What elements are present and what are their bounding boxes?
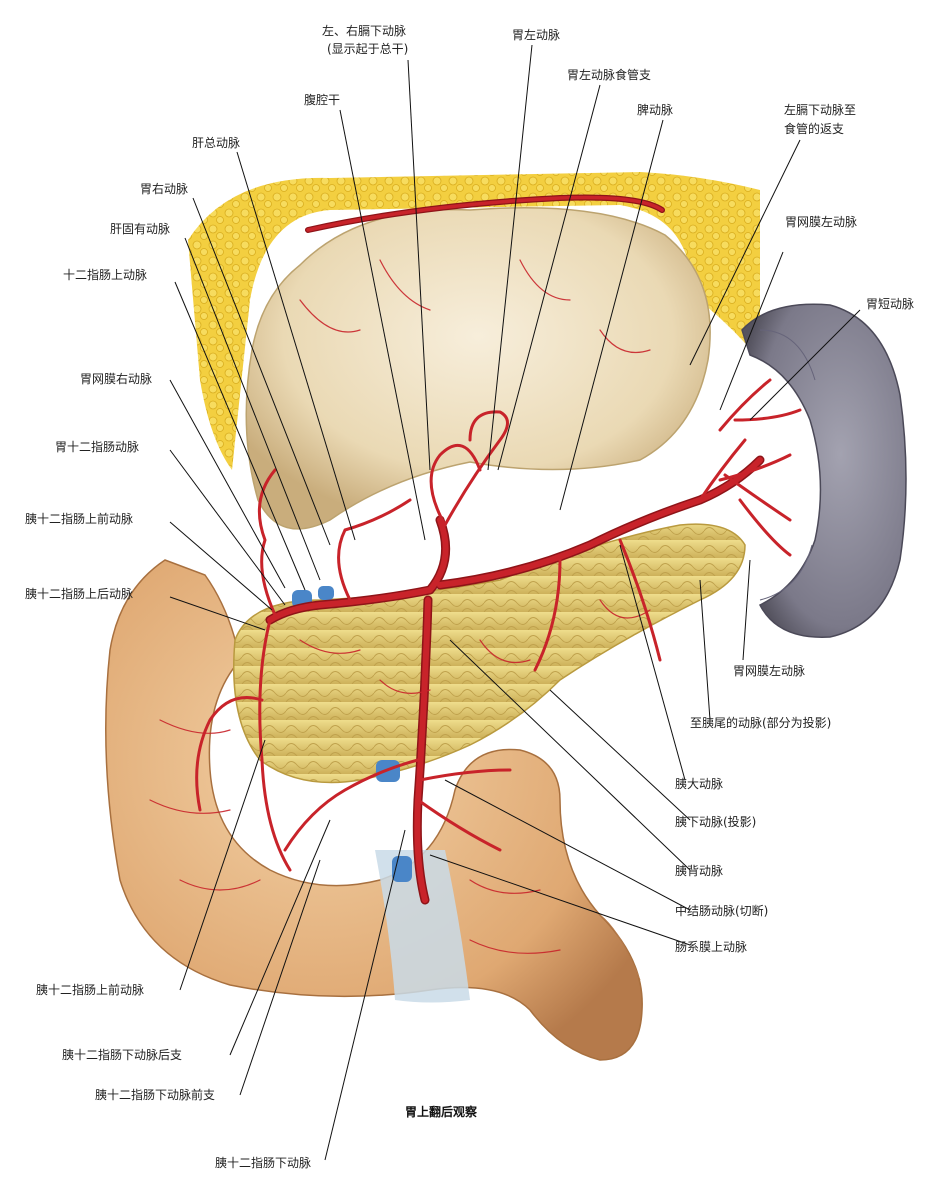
label-common-hepatic-artery: 肝总动脉 (192, 136, 241, 150)
label-common-trunk-note: (显示起于总干) (327, 42, 409, 56)
stomach (245, 194, 711, 530)
leader-lines (169, 44, 861, 1161)
mesentery (375, 850, 470, 1003)
label-inferior-pd-artery-anterior-branch: 胰十二指肠下动脉前支 (95, 1088, 216, 1102)
label-splenic-artery: 脾动脉 (637, 103, 674, 117)
label-left-gastric-artery: 胃左动脉 (512, 28, 561, 42)
label-gastroduodenal-artery: 胃十二指肠动脉 (55, 440, 140, 454)
label-recurrent-branch-2: 食管的返支 (784, 122, 845, 136)
label-posterior-superior-pd-artery: 胰十二指肠上后动脉 (25, 587, 134, 601)
label-left-gastroepiploic-artery-top: 胃网膜左动脉 (785, 215, 858, 229)
duodenum (105, 559, 643, 1061)
label-supraduodenal-artery: 十二指肠上动脉 (63, 268, 148, 282)
label-right-gastroepiploic-artery: 胃网膜右动脉 (80, 372, 153, 386)
label-artery-to-pancreatic-tail: 至胰尾的动脉(部分为投影) (690, 716, 832, 730)
label-superior-mesenteric-artery: 肠系膜上动脉 (675, 940, 748, 954)
label-celiac-trunk: 腹腔干 (304, 93, 341, 107)
pancreas (233, 523, 746, 784)
label-proper-hepatic-artery: 肝固有动脉 (110, 222, 171, 236)
label-right-gastric-artery: 胃右动脉 (140, 182, 189, 196)
label-recurrent-branch-1: 左膈下动脉至 (784, 103, 857, 117)
label-great-pancreatic-artery: 胰大动脉 (675, 777, 724, 791)
label-esophageal-branch: 胃左动脉食管支 (567, 68, 652, 82)
label-inferior-pancreatic-artery: 胰下动脉(投影) (675, 815, 757, 829)
label-inferior-pd-artery-posterior-branch: 胰十二指肠下动脉后支 (62, 1048, 183, 1062)
label-anterior-superior-pd-artery-bottom: 胰十二指肠上前动脉 (36, 983, 145, 997)
label-inferior-pd-artery: 胰十二指肠下动脉 (215, 1156, 312, 1170)
label-middle-colic-artery: 中结肠动脉(切断) (675, 904, 769, 918)
label-left-right-inferior-phrenic-artery: 左、右膈下动脉 (322, 24, 407, 38)
label-anterior-superior-pd-artery-top: 胰十二指肠上前动脉 (25, 512, 134, 526)
arteries (149, 259, 802, 954)
label-left-gastroepiploic-artery-bottom: 胃网膜左动脉 (733, 664, 806, 678)
spleen (741, 303, 907, 638)
omental-fat (188, 172, 760, 470)
label-dorsal-pancreatic-artery: 胰背动脉 (675, 864, 724, 878)
label-short-gastric-artery: 胃短动脉 (866, 297, 915, 311)
figure-caption: 胃上翻后观察 (405, 1105, 478, 1119)
